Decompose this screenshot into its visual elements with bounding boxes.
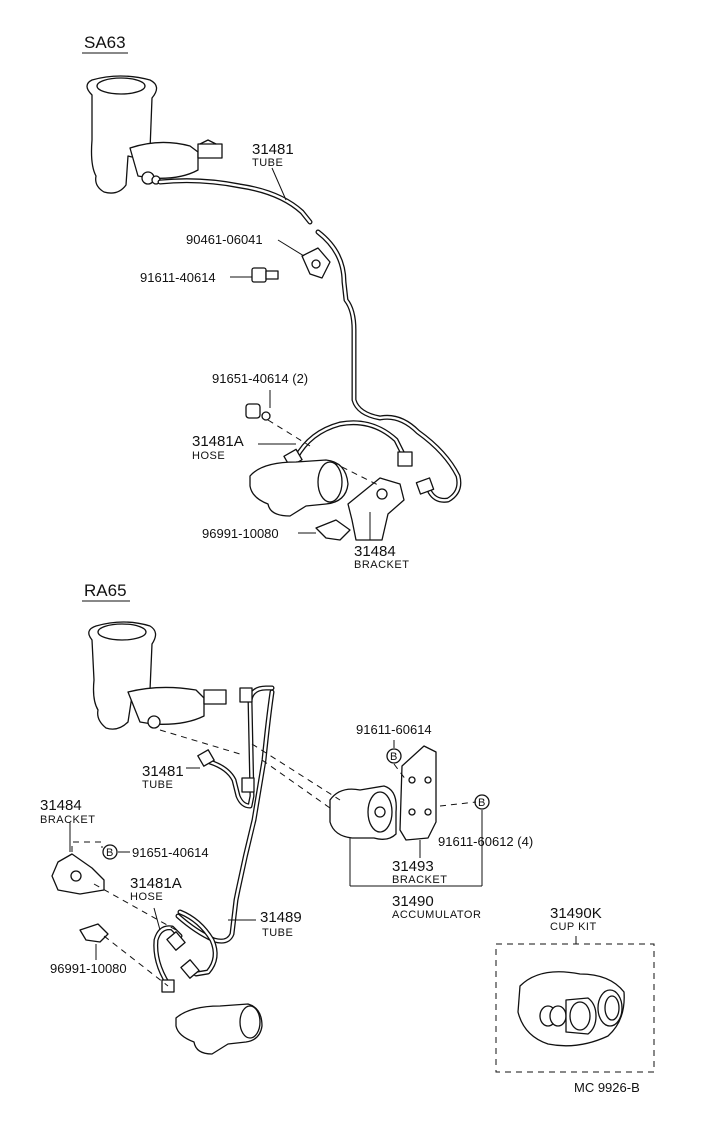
label-ra65-hose-name: HOSE — [130, 891, 163, 903]
tube-31481-illustration — [157, 178, 462, 503]
label-sa63-bolt-num: 91611-40614 — [140, 270, 216, 285]
bolt-91651-illustration — [245, 403, 271, 421]
diagram-code: MC 9926-B — [574, 1080, 640, 1095]
label-ra65-tube2-name: TUBE — [262, 927, 293, 939]
clip-96991-ra65-illustration — [79, 923, 109, 943]
label-sa63-clip-num: 90461-06041 — [186, 232, 263, 247]
label-ra65-bolt-b1-num: 91611-60614 — [356, 722, 432, 737]
label-sa63-hose-name: HOSE — [192, 450, 225, 462]
bracket-31493-illustration — [399, 745, 437, 841]
label-ra65-hose-num: 31481A — [130, 875, 182, 892]
slave-cylinder-ra65-illustration — [175, 1003, 263, 1055]
bolt-symbol-b1: B — [386, 748, 402, 764]
accumulator-31490-illustration — [329, 785, 397, 840]
master-cylinder-illustration — [88, 621, 227, 730]
bolt-91611-40614-illustration — [251, 267, 279, 283]
label-ra65-bracket2-num: 31493 — [392, 858, 434, 875]
section-ra65: RA65 — [40, 581, 655, 1073]
label-ra65-bracket-num: 31484 — [40, 797, 82, 814]
label-ra65-clip-num: 96991-10080 — [50, 961, 127, 976]
label-sa63-bracket-num: 31484 — [354, 543, 396, 560]
label-sa63-tube-num: 31481 — [252, 141, 294, 158]
label-sa63-tube-name: TUBE — [252, 157, 283, 169]
label-ra65-cupkit-name: CUP KIT — [550, 921, 597, 933]
section-title-sa63: SA63 — [84, 33, 126, 52]
label-sa63-hose-num: 31481A — [192, 433, 244, 450]
bolt-symbol-b2: B — [102, 844, 118, 860]
master-cylinder-illustration — [86, 75, 223, 194]
label-sa63-clip2-num: 96991-10080 — [202, 526, 279, 541]
hose-31481a-ra65-illustration — [153, 925, 200, 993]
label-ra65-tube2-num: 31489 — [260, 909, 302, 926]
label-sa63-bracket-name: BRACKET — [354, 559, 409, 571]
bracket-31484-illustration — [347, 477, 405, 541]
section-title-ra65: RA65 — [84, 581, 127, 600]
label-ra65-bolt-b3-num: 91611-60612 (4) — [438, 834, 533, 849]
cup-kit-dashed-frame — [495, 943, 655, 1073]
slave-cylinder-illustration — [249, 459, 349, 517]
label-ra65-tube-num: 31481 — [142, 763, 184, 780]
label-ra65-bolt-b2-num: 91651-40614 — [132, 845, 209, 860]
label-ra65-cupkit-num: 31490K — [550, 905, 602, 922]
label-ra65-tube-name: TUBE — [142, 779, 173, 791]
bolt-symbol-label: B — [106, 847, 114, 859]
bolt-symbol-label: B — [478, 797, 486, 809]
clip-90461-illustration — [301, 247, 331, 279]
section-sa63: SA63 — [82, 33, 462, 571]
label-sa63-bolt2-num: 91651-40614 (2) — [212, 371, 308, 386]
label-ra65-bracket-name: BRACKET — [40, 814, 95, 826]
label-ra65-accumulator-name: ACCUMULATOR — [392, 909, 481, 921]
bolt-symbol-label: B — [390, 751, 398, 763]
label-ra65-bracket2-name: BRACKET — [392, 874, 447, 886]
label-ra65-accumulator-num: 31490 — [392, 893, 434, 910]
tube-31481-ra65-illustration — [175, 685, 275, 977]
cup-kit-31490k-group — [495, 936, 655, 1073]
bracket-31484-ra65-illustration — [51, 853, 105, 895]
bolt-symbol-b3: B — [474, 794, 490, 810]
clip-96991-illustration — [315, 519, 351, 541]
